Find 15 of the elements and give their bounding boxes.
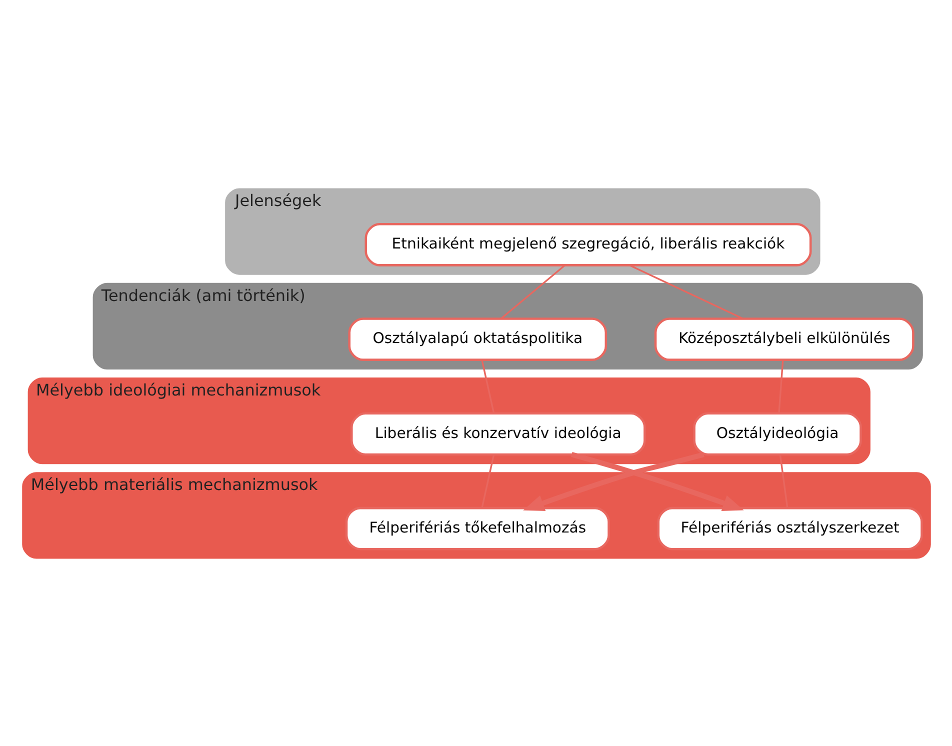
connector: [778, 359, 784, 413]
node-box: Etnikaiként megjelenő szegregáció, liberális reakciók: [364, 222, 812, 266]
connector: [500, 264, 565, 319]
node-box: Osztályideológia: [692, 412, 862, 456]
connector: [628, 264, 744, 320]
connector: [480, 454, 494, 508]
node-box: Félperifériás osztályszerkezet: [656, 506, 922, 550]
arrow: [570, 452, 744, 510]
node-box: Középosztálybeli elkülönülés: [654, 317, 914, 360]
arrow: [522, 452, 704, 510]
connector: [778, 454, 788, 508]
node-box: Liberális és konzervatív ideológia: [350, 412, 646, 456]
connector: [480, 359, 494, 413]
node-box: Osztályalapú oktatáspolitika: [348, 317, 607, 360]
node-box: Félperifériás tőkefelhalmozás: [344, 506, 610, 550]
